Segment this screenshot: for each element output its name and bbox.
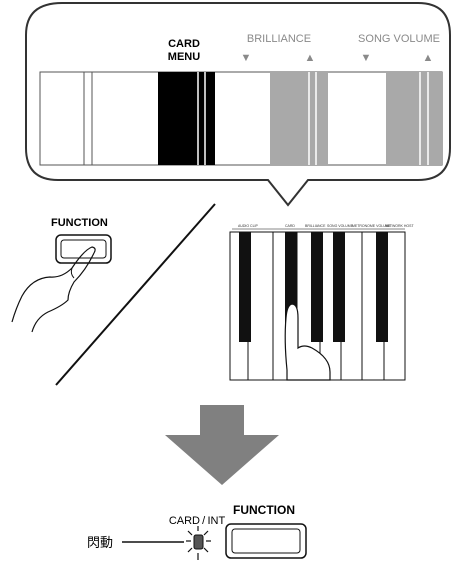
callout-bubble: CARD MENU BRILLIANCE SONG VOLUME ▼ ▲ ▼ ▲ [25, 2, 451, 207]
card-menu-label-line1: CARD [168, 38, 200, 50]
brilliance-key [270, 72, 328, 165]
card-menu-key [158, 72, 215, 165]
black-key [376, 232, 388, 342]
panel-text: METRONOME VOLUME [352, 224, 392, 228]
keyboard-illustration: AUDIO CLIP CARD BRILLIANCE SONG VOLUME M… [229, 224, 414, 381]
black-key [311, 232, 323, 342]
panel-text: AUDIO CLIP [238, 224, 259, 228]
function-key-label: FUNCTION [51, 217, 108, 229]
card-menu-label-line2: MENU [168, 51, 200, 63]
black-key [333, 232, 345, 342]
bottom-function-label: FUNCTION [233, 503, 295, 517]
hand-outline [31, 252, 95, 333]
brilliance-down-arrow: ▼ [241, 52, 252, 64]
song-volume-key [386, 72, 442, 165]
separator-line [55, 203, 216, 386]
flashing-lamp-icon [186, 526, 211, 560]
song-volume-label: SONG VOLUME [358, 33, 440, 45]
down-arrow-icon [165, 405, 279, 485]
flash-label: 閃動 [87, 535, 113, 550]
bottom-illustration: CARD / INT FUNCTION 閃動 [87, 503, 307, 560]
pressing-finger-icon [284, 303, 331, 381]
song-volume-down-arrow: ▼ [361, 52, 372, 64]
callout-key-strip [39, 71, 443, 166]
song-volume-up-arrow: ▲ [423, 52, 434, 64]
hand-icon [11, 246, 96, 323]
function-button-inner [60, 239, 107, 259]
finger-crease [70, 267, 75, 279]
panel-text: SONG VOLUME [327, 224, 354, 228]
brilliance-up-arrow: ▲ [305, 52, 316, 64]
bottom-function-button-inner [231, 528, 301, 554]
panel-text: BRILLIANCE [305, 224, 326, 228]
card-int-label: CARD / INT [169, 515, 226, 527]
black-key [239, 232, 251, 342]
panel-text: CARD [285, 224, 295, 228]
panel-text: NETWORK HOST [385, 224, 414, 228]
function-key-illustration: FUNCTION [11, 217, 112, 333]
brilliance-label: BRILLIANCE [247, 33, 311, 45]
